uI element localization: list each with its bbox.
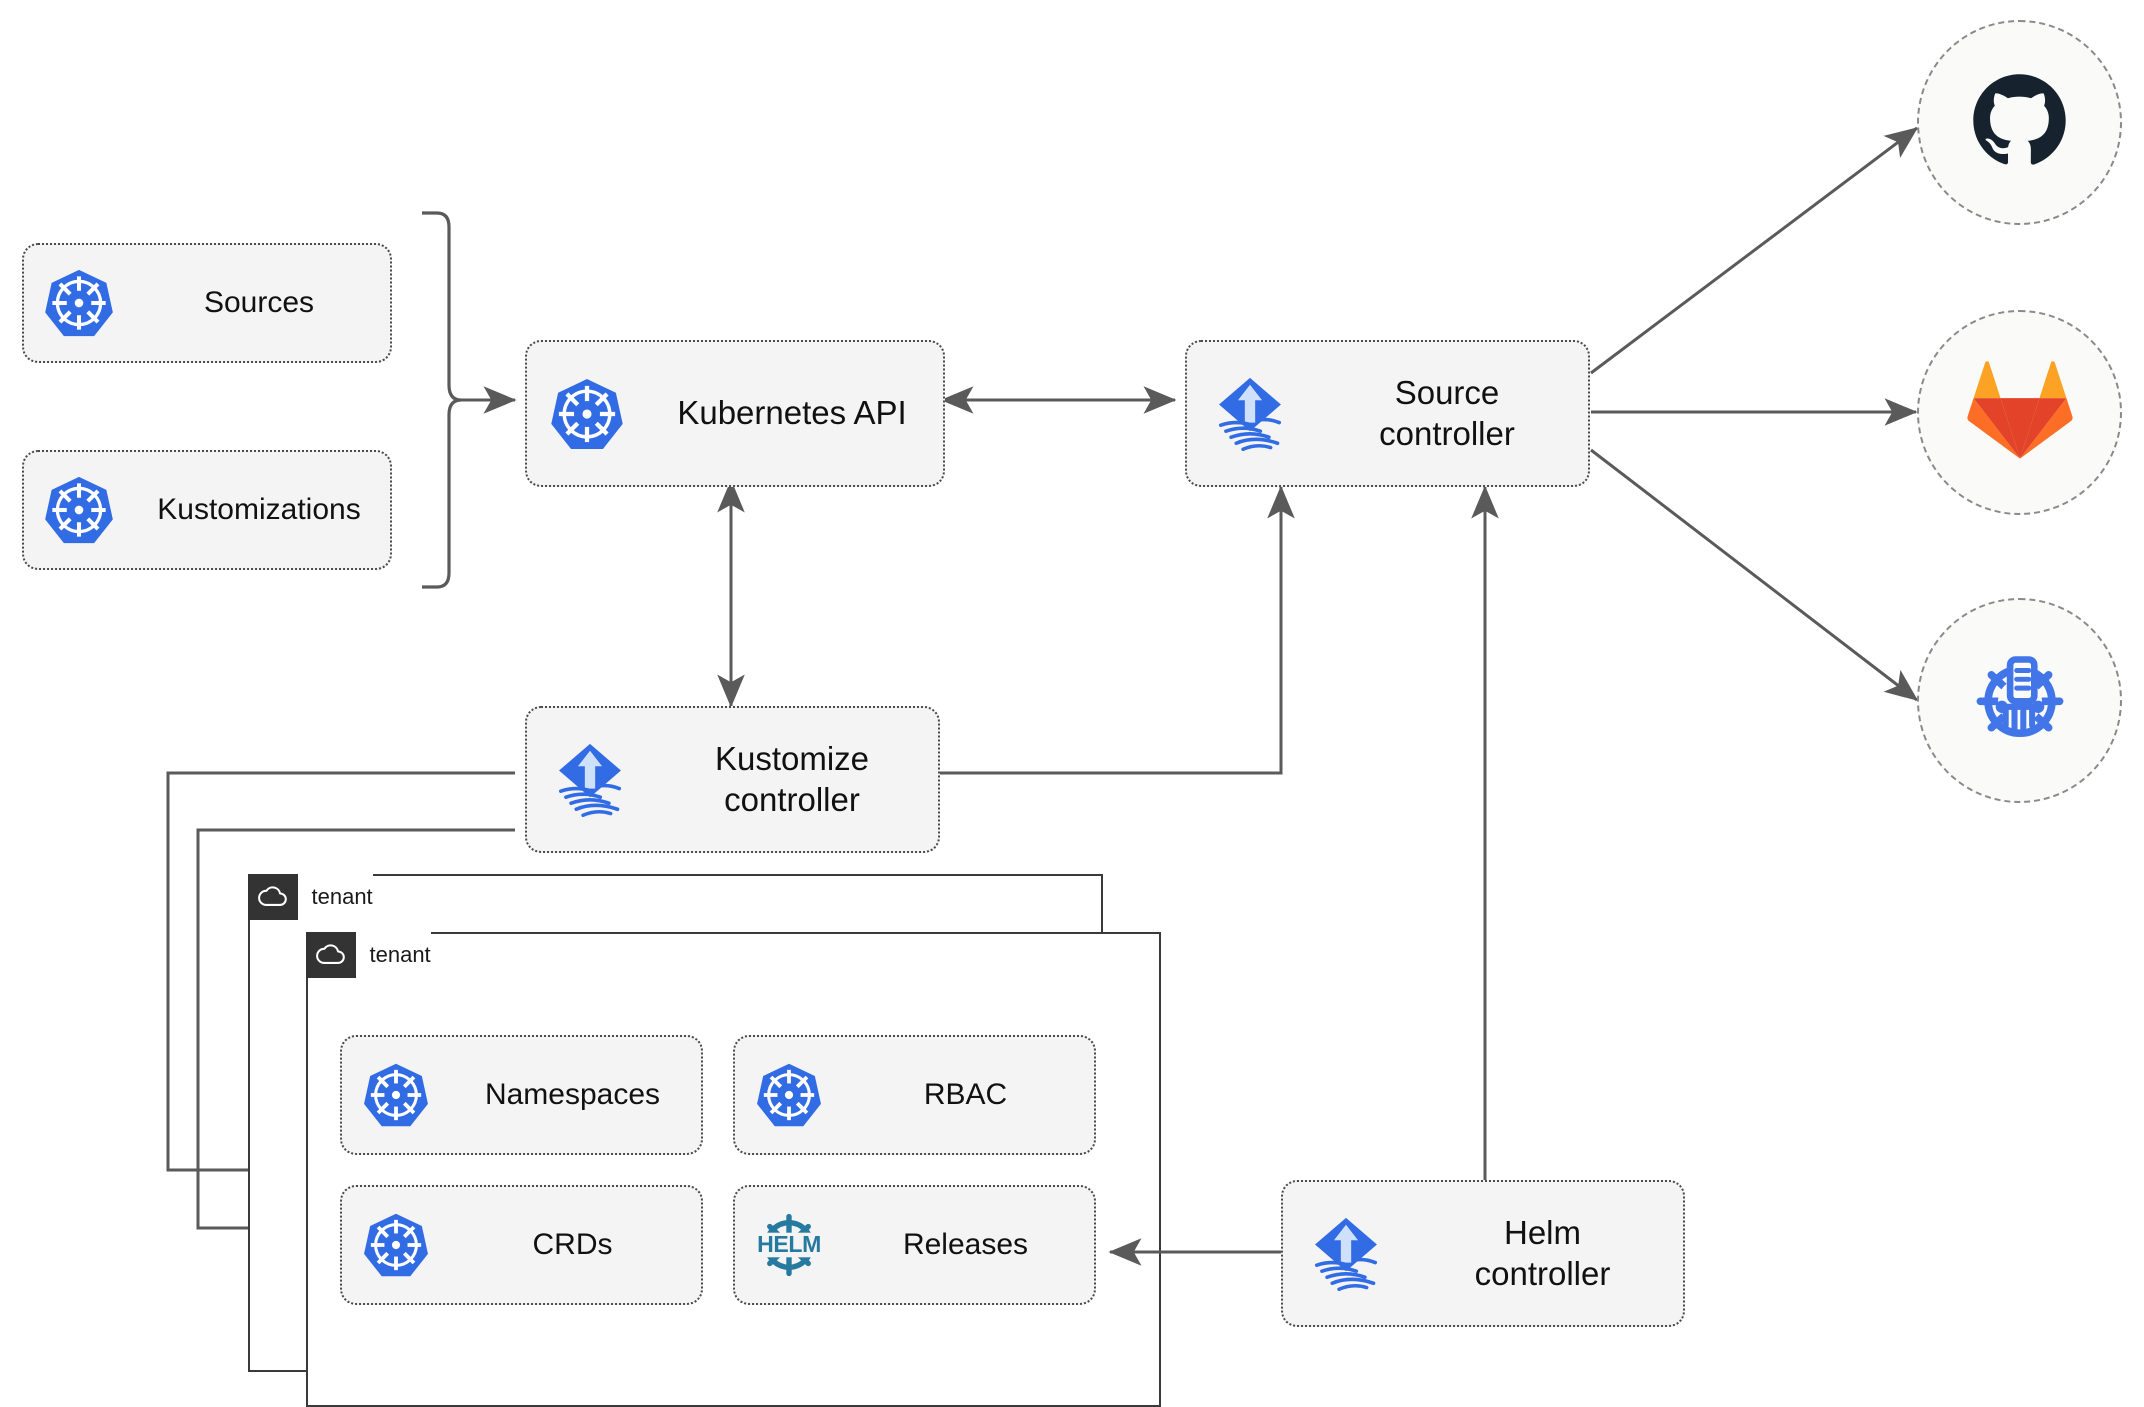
node-helm-controller[interactable]: Helm controller xyxy=(1281,1180,1685,1327)
node-rbac[interactable]: RBAC xyxy=(733,1035,1096,1155)
node-kubernetes-api[interactable]: Kubernetes API xyxy=(525,340,945,487)
svg-text:HELM: HELM xyxy=(757,1231,821,1257)
node-label: Source controller xyxy=(1379,374,1515,452)
tenant-container-inner[interactable]: tenant xyxy=(305,931,1161,1407)
tenant-header: tenant xyxy=(305,931,431,978)
cloud-icon xyxy=(305,931,356,978)
kubernetes-icon xyxy=(24,474,134,546)
node-label: Kubernetes API xyxy=(677,394,907,432)
node-label: Kustomize controller xyxy=(714,740,870,818)
flux-icon xyxy=(1187,371,1312,457)
node-label: Helm controller xyxy=(1474,1214,1611,1292)
tenant-label: tenant xyxy=(311,883,373,909)
node-kustomizations[interactable]: Kustomizations xyxy=(22,450,392,570)
flux-icon xyxy=(527,737,652,823)
node-label: Kustomizations xyxy=(157,492,361,526)
kubernetes-icon xyxy=(735,1061,843,1129)
provider-github[interactable] xyxy=(1917,20,2122,225)
node-label: Sources xyxy=(203,285,315,319)
node-crds[interactable]: CRDs xyxy=(340,1185,703,1305)
kubernetes-icon xyxy=(342,1211,450,1279)
tenant-header: tenant xyxy=(247,873,373,920)
helm-icon: HELM xyxy=(735,1206,843,1284)
node-label: RBAC xyxy=(923,1077,1008,1111)
cloud-icon xyxy=(247,873,298,920)
node-namespaces[interactable]: Namespaces xyxy=(340,1035,703,1155)
kubernetes-icon xyxy=(24,267,134,339)
tenant-label: tenant xyxy=(369,941,431,967)
node-source-controller[interactable]: Source controller xyxy=(1185,340,1590,487)
node-label: CRDs xyxy=(532,1227,613,1261)
node-kustomize-controller[interactable]: Kustomize controller xyxy=(525,706,940,853)
helm-repo-icon xyxy=(1965,643,2075,758)
kubernetes-icon xyxy=(527,376,647,452)
gitlab-icon xyxy=(1966,359,2074,466)
node-sources[interactable]: Sources xyxy=(22,243,392,363)
kubernetes-icon xyxy=(342,1061,450,1129)
provider-helm-repository[interactable] xyxy=(1917,598,2122,803)
provider-gitlab[interactable] xyxy=(1917,310,2122,515)
node-label: Releases xyxy=(902,1227,1029,1261)
flux-icon xyxy=(1283,1211,1408,1297)
github-icon xyxy=(1967,68,2072,178)
node-label: Namespaces xyxy=(484,1077,661,1111)
node-releases[interactable]: HELM Releases xyxy=(733,1185,1096,1305)
